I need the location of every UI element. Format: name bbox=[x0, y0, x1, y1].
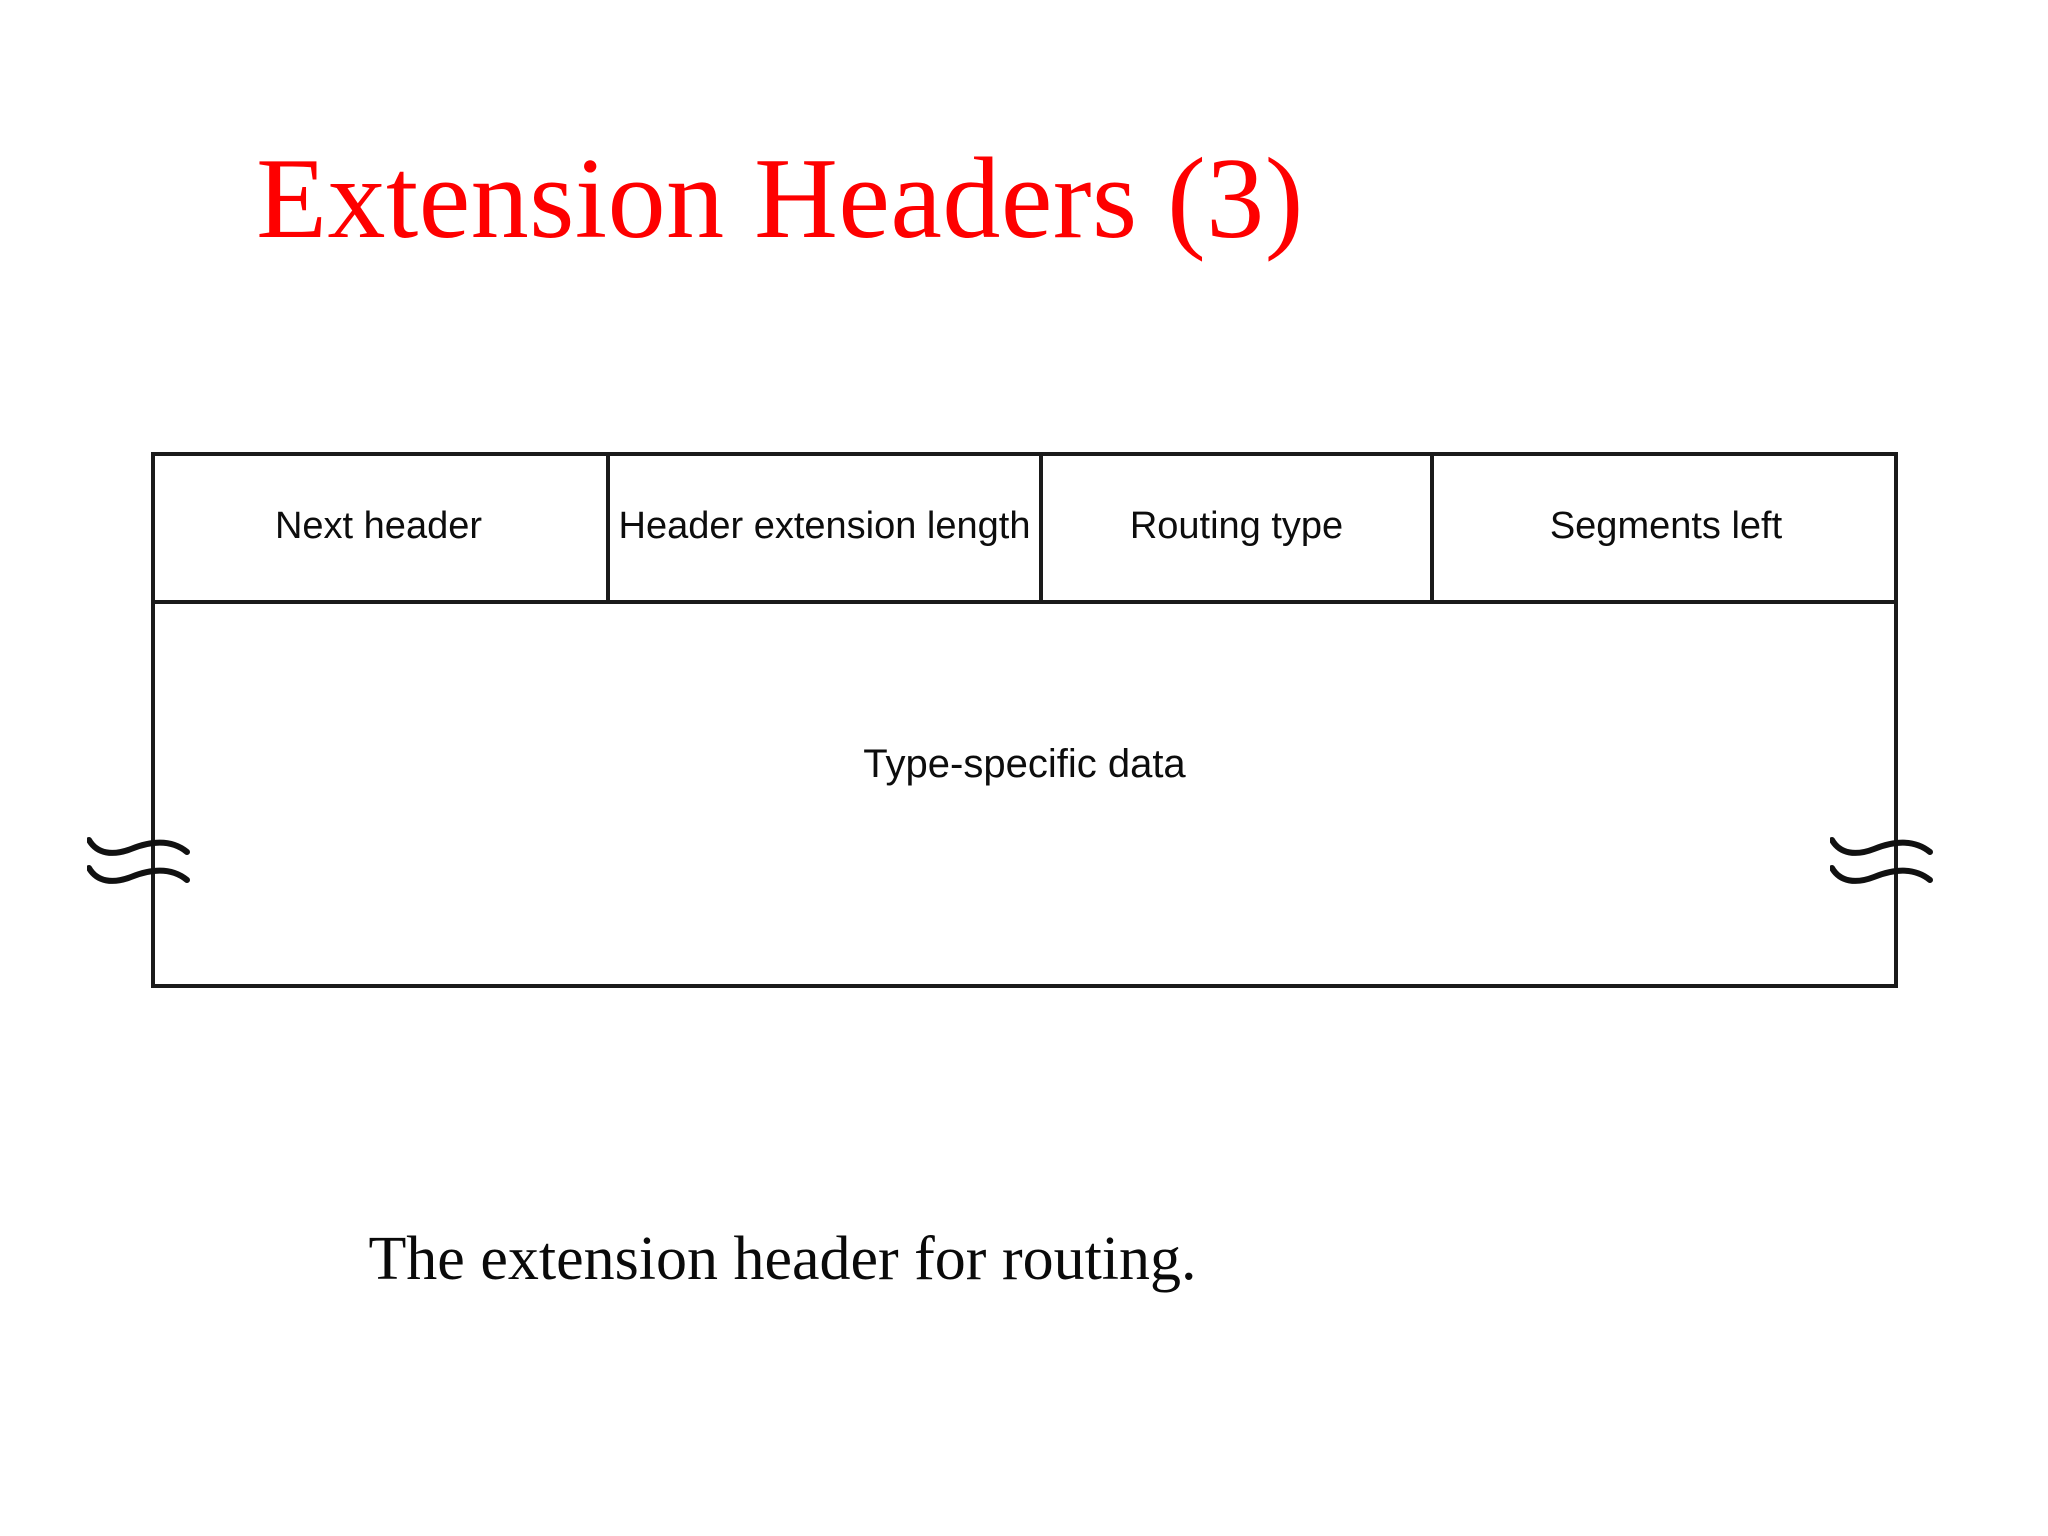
field-cell-next-header: Next header bbox=[151, 452, 606, 600]
page-title: Extension Headers (3) bbox=[256, 134, 1304, 263]
field-cell-segments-left: Segments left bbox=[1430, 452, 1898, 600]
payload-field-row: Type-specific data bbox=[151, 604, 1898, 988]
field-cell-routing-type: Routing type bbox=[1039, 452, 1430, 600]
field-cell-header-extension-length: Header extension length bbox=[606, 452, 1039, 600]
field-label-segments-left: Segments left bbox=[1549, 504, 1783, 547]
field-label-next-header: Next header bbox=[274, 504, 482, 547]
diagram-caption: The extension header for routing. bbox=[368, 1225, 1197, 1293]
diagram-outer-frame bbox=[151, 452, 1898, 988]
field-label-header-extension-length: Header extension length bbox=[618, 504, 1031, 547]
field-label-routing-type: Routing type bbox=[1129, 504, 1344, 547]
packet-header-diagram: Next header Header extension length Rout… bbox=[87, 452, 1933, 988]
field-label-type-specific-data: Type-specific data bbox=[863, 742, 1186, 786]
header-fields-row: Next header Header extension length Rout… bbox=[151, 452, 1898, 604]
